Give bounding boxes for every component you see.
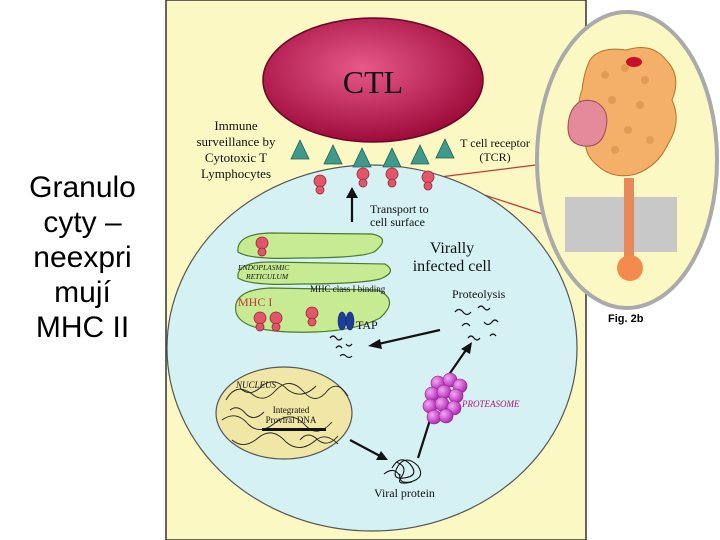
proteasome-label: PROTEASOME [461,399,520,409]
integrated-line-2: Proviral DNA [266,415,317,425]
transport-arrowhead [346,187,358,198]
title-line-4: mují [54,276,111,309]
viral-protein-label: Viral protein [374,486,435,500]
arrow-to-proteolysis [447,349,467,377]
slide-title: Granulo cyty – neexpri mují MHC II [0,170,165,345]
tcr-receptors [290,138,455,168]
proteolysis-label: Proteolysis [452,287,506,301]
arrow-to-viral-protein [349,439,381,457]
tcr-3 [352,147,372,168]
surface-mhc [313,167,435,195]
immune-line-1: Immune [214,118,258,133]
peptides-near-tap [329,335,353,359]
tcr-1 [290,139,310,160]
transport-line-2: cell surface [370,215,425,229]
tap-transporter [337,311,355,331]
membrane-band [565,197,677,252]
arrow-to-proteolysis-head [461,342,472,354]
proteolysis-fragments [454,305,499,341]
tcr-stalk [624,178,634,268]
nucleus [215,366,353,460]
tcr-label-line-2: (TCR) [479,150,510,164]
proviral-dna [262,428,326,431]
ctl-cell [262,17,484,143]
viral-protein [383,459,422,484]
tcr-6 [435,138,455,159]
arrow-to-tap-head [368,339,382,349]
er-mhc [253,236,319,332]
immune-line-4: Lymphocytes [201,166,271,181]
immune-line-2: surveillance by [196,134,276,149]
figure-caption: Fig. 2b [608,313,644,325]
immune-line-3: Cytotoxic T [205,150,267,165]
er-label-line-2: RETICULUM [245,272,289,281]
title-line-2: cyty – [43,206,122,239]
virally-line-1: Virally [430,240,474,257]
tcr-2 [323,144,343,165]
mhc-binding-label: MHC class I binding [310,284,386,294]
ctl-label: CTL [343,64,403,100]
proteasome [422,372,468,425]
er-label-line-1: ENDOPLASMIC [237,263,290,272]
arrow-to-proteasome [416,419,432,459]
nucleus-label: NUCLEUS [235,380,277,390]
title-line-5: MHC II [35,311,130,344]
title-line-3: neexpri [33,241,132,274]
tap-label: TAP [356,318,378,332]
tcr-protein-structure [567,47,677,177]
arrow-to-tap [377,328,441,346]
tcr-4 [382,147,402,168]
integrated-line-1: Integrated [273,405,310,415]
tcr-5 [410,144,430,165]
transport-line-1: Transport to [370,202,429,216]
tcr-anchor [617,255,643,281]
virally-line-2: infected cell [413,258,492,275]
title-line-1: Granulo [29,171,136,204]
mhc1-label: MHC I [238,295,272,309]
arrow-to-viral-protein-head [376,451,388,460]
tcr-label-line-1: T cell receptor [460,136,530,150]
